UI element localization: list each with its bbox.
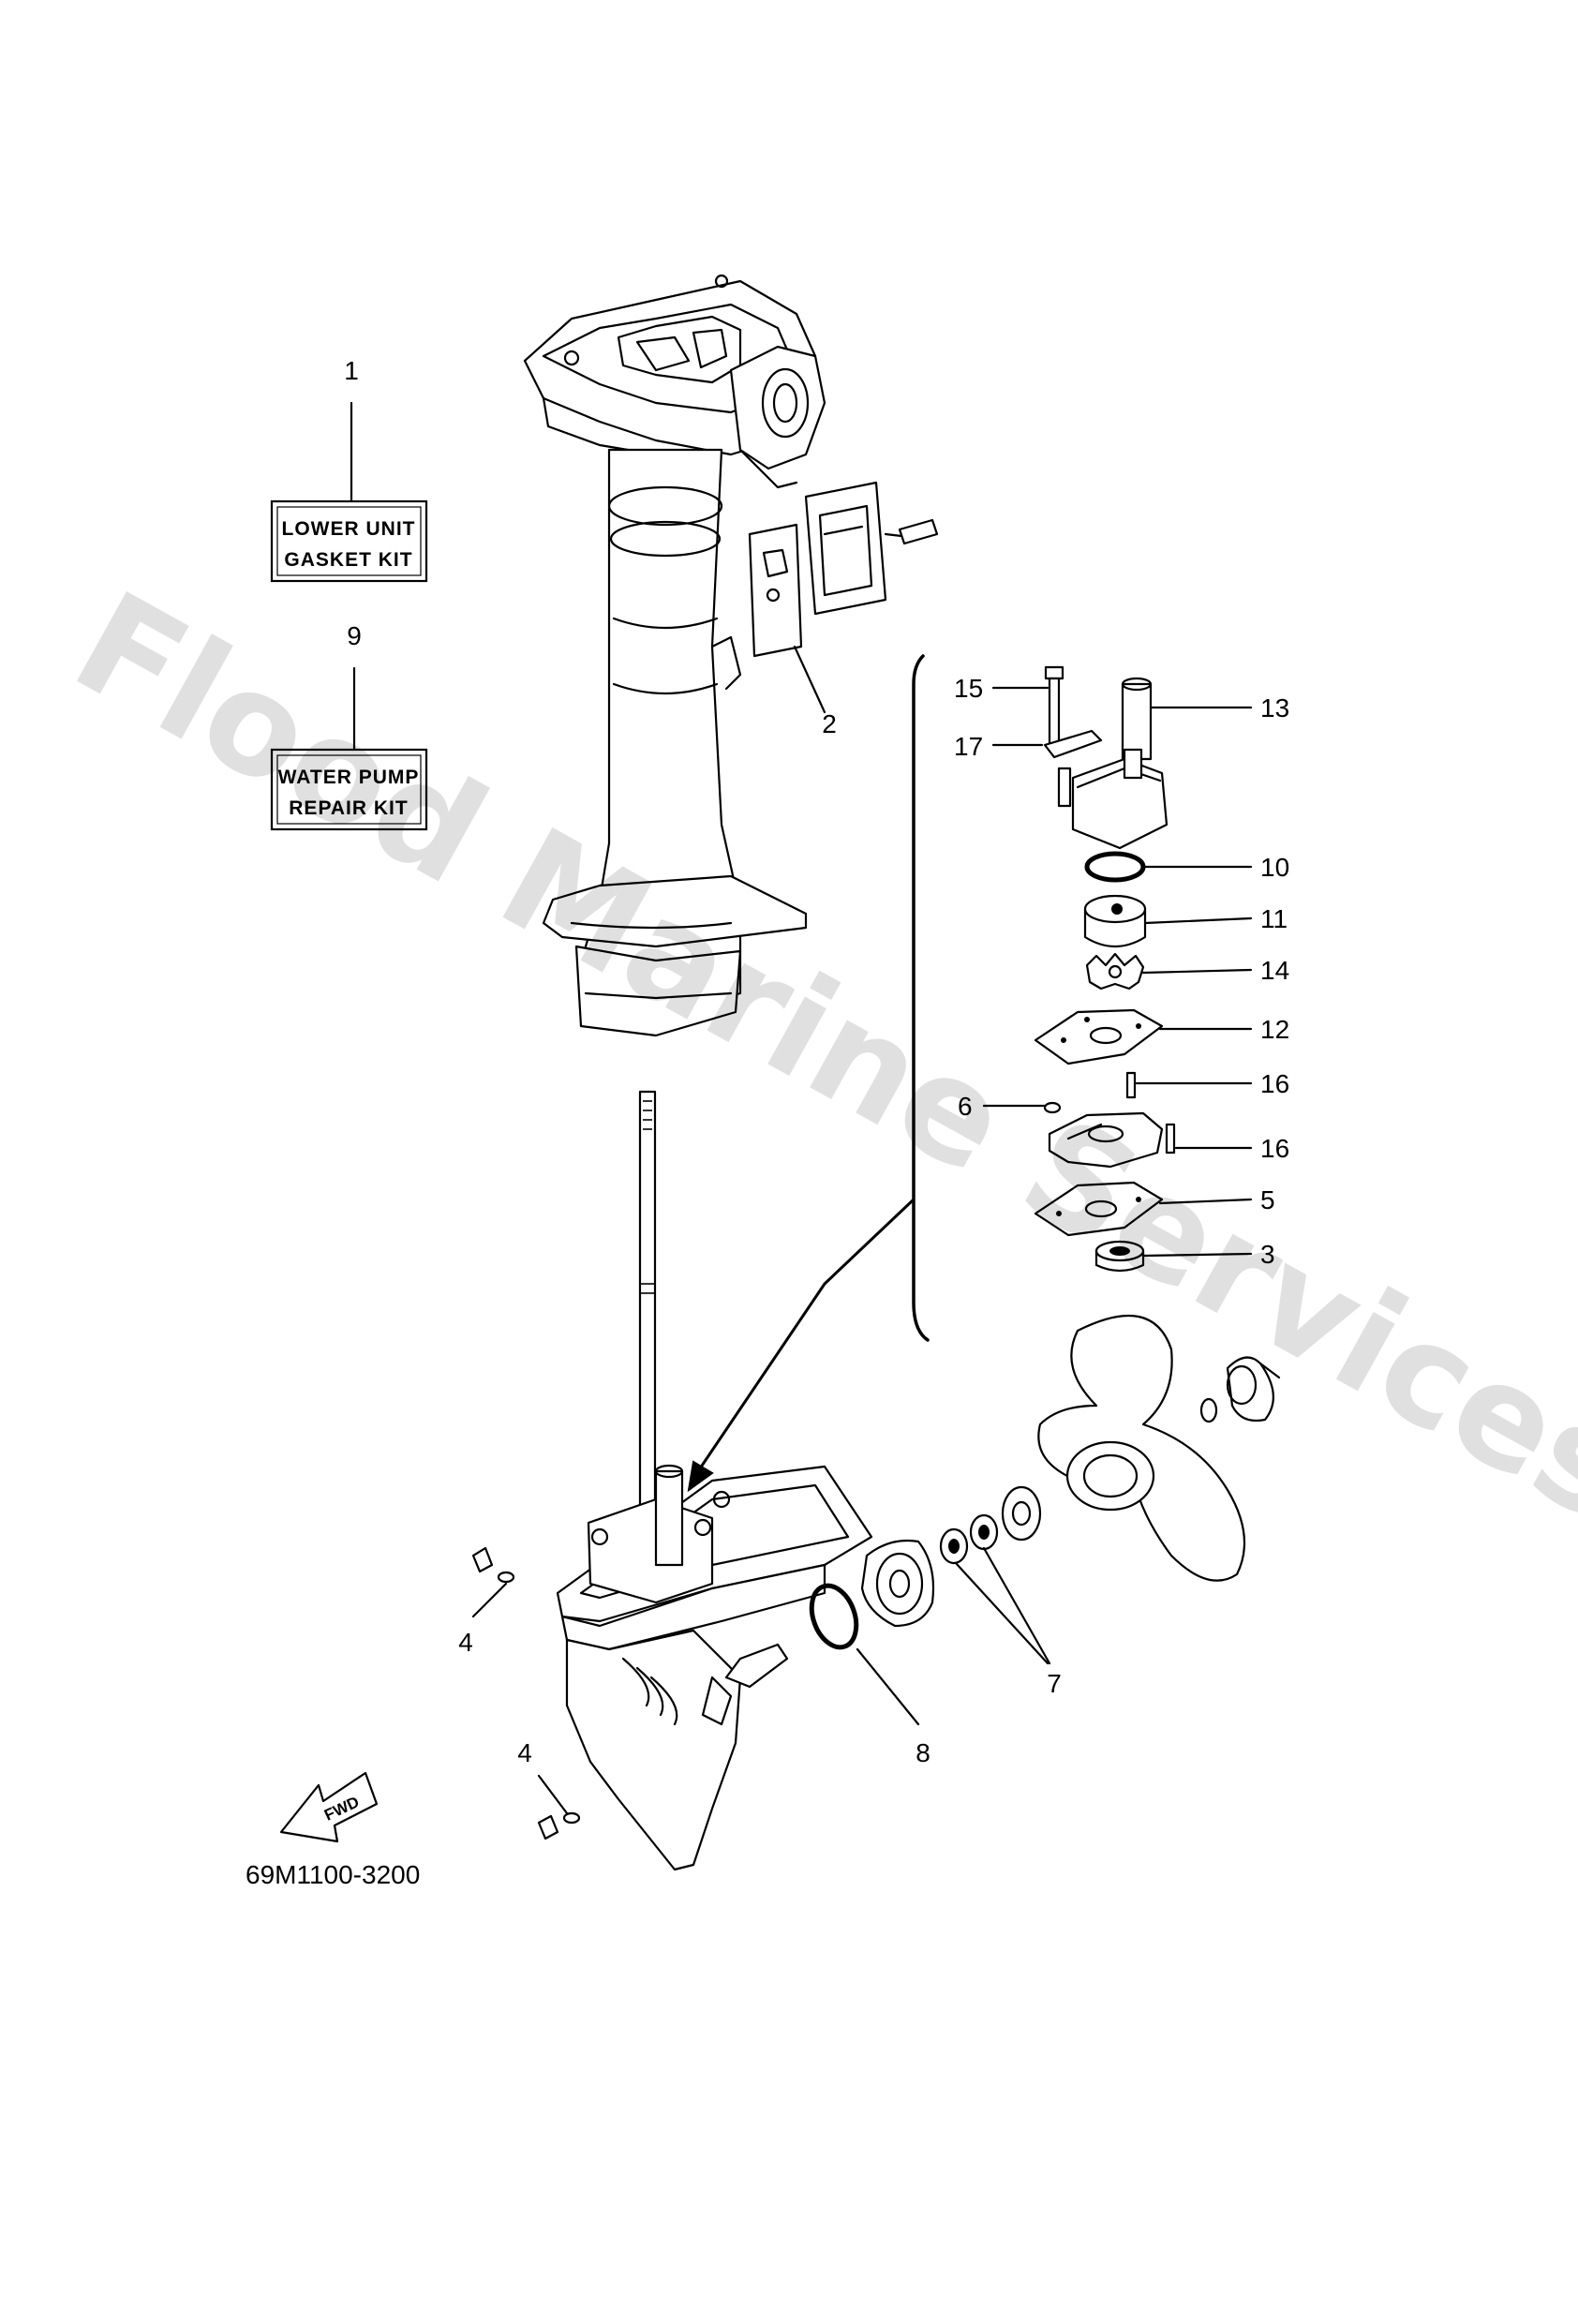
water-pump-repair-kit-label: WATER PUMP REPAIR KIT: [270, 666, 428, 831]
part-15-bolt: [991, 665, 1064, 746]
callout-6: 6: [958, 1092, 973, 1121]
callout-15: 15: [954, 674, 983, 703]
fwd-direction-arrow: FWD: [279, 1771, 379, 1843]
propeller-shaft-housing: [860, 1539, 935, 1628]
driveshaft: [638, 1090, 657, 1543]
callout-12: 12: [1260, 1015, 1289, 1044]
callout-1: 1: [344, 356, 359, 385]
part-6-key: [982, 1101, 1062, 1114]
callout-16-upper: 16: [1260, 1069, 1289, 1098]
watermark: Flood Marine Services: [50, 561, 1578, 1553]
thrust-washer: [1001, 1485, 1042, 1542]
part-10-o-ring: [1084, 851, 1253, 883]
propeller-nut-cap: [1226, 1356, 1281, 1423]
kit-label-line1: LOWER UNIT: [282, 518, 416, 540]
kit-label-line1: WATER PUMP: [278, 767, 420, 788]
callout-7: 7: [1047, 1669, 1062, 1698]
callout-3: 3: [1260, 1240, 1275, 1269]
callout-13: 13: [1260, 693, 1289, 723]
part-2-gasket: [748, 481, 939, 714]
lower-unit-gear-case: [556, 1464, 873, 1871]
upper-casing: [523, 274, 826, 1037]
callout-5: 5: [1260, 1185, 1275, 1214]
kit-label-line2: GASKET KIT: [284, 549, 412, 571]
part-16-dowel-pin-lower: [1165, 1123, 1253, 1155]
pump-base-plate: [1048, 1111, 1164, 1169]
callout-14: 14: [1260, 956, 1289, 985]
part-11-insert-cartridge: [1083, 894, 1253, 947]
propeller: [1037, 1314, 1246, 1582]
part-12-outer-plate: [1034, 1008, 1253, 1065]
part-4-bolt-upper: [471, 1546, 515, 1618]
diagram-code: 69M1100-3200: [246, 1860, 420, 1889]
part-17-retainer-plate: [991, 729, 1103, 759]
part-13-water-tube: [1121, 677, 1253, 761]
callout-11: 11: [1260, 904, 1288, 933]
callout-8: 8: [916, 1738, 930, 1767]
callout-17: 17: [954, 732, 983, 761]
callout-2: 2: [822, 709, 837, 738]
part-7-oil-seals: [939, 1513, 1051, 1665]
part-16-dowel-pin-upper: [1125, 1071, 1253, 1099]
callout-4-lower: 4: [517, 1738, 532, 1767]
lower-unit-gasket-kit-label: LOWER UNIT GASKET KIT: [270, 401, 428, 583]
callout-10: 10: [1260, 853, 1289, 882]
callout-16-lower: 16: [1260, 1134, 1289, 1163]
part-4-bolt-lower: [537, 1774, 581, 1840]
kit-label-line2: REPAIR KIT: [289, 797, 408, 819]
pump-housing: [1057, 748, 1169, 850]
part-3-bearing: [1094, 1240, 1253, 1273]
water-pump-group-bracket: [687, 654, 930, 1493]
callout-9: 9: [347, 621, 362, 650]
part-14-impeller: [1085, 952, 1253, 991]
callout-4-upper: 4: [458, 1628, 473, 1657]
part-8-o-ring: [809, 1583, 920, 1726]
part-5-gasket: [1034, 1181, 1253, 1237]
